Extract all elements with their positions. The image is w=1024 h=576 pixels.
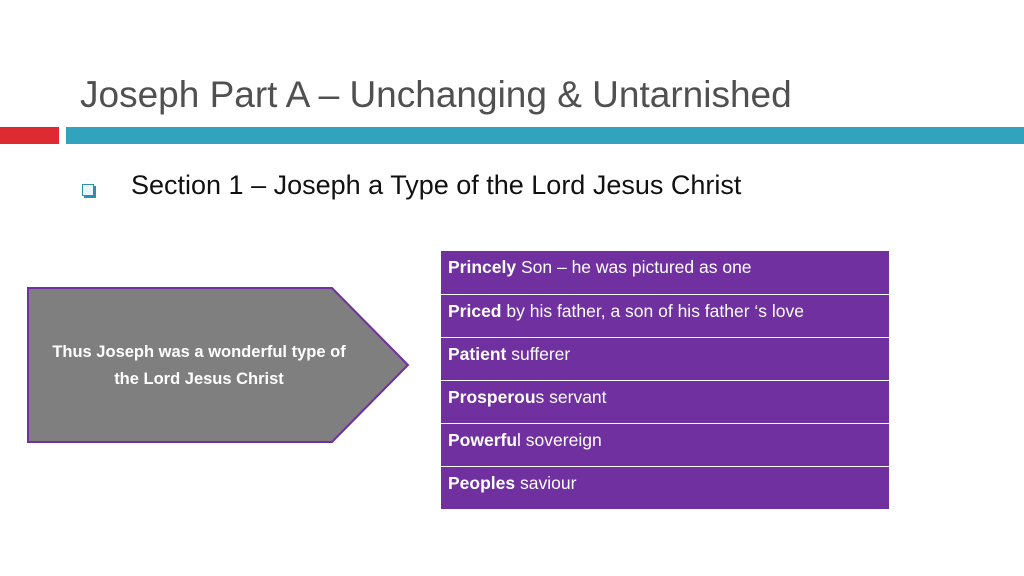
slide-title: Joseph Part A – Unchanging & Untarnished [80, 74, 792, 115]
quality-description: sufferer [506, 344, 571, 364]
table-cell: Powerful sovereign [440, 423, 890, 467]
quality-keyword: Priced [448, 301, 502, 321]
table-row: Princely Son – he was pictured as one [440, 250, 890, 295]
square-bullet-icon [82, 184, 94, 196]
quality-description: Son – he was pictured as one [516, 257, 752, 277]
quality-keyword: Peoples [448, 473, 516, 493]
quality-keyword: Powerfu [448, 430, 518, 450]
quality-description: l sovereign [517, 430, 602, 450]
callout-text: Thus Joseph was a wonderful type of the … [52, 343, 346, 388]
title-rule-red [0, 127, 59, 144]
table-row: Powerful sovereign [440, 423, 890, 467]
section-heading: Section 1 – Joseph a Type of the Lord Je… [131, 170, 742, 200]
table-row: Peoples saviour [440, 466, 890, 510]
quality-keyword: Patient [448, 344, 507, 364]
table-cell: Princely Son – he was pictured as one [440, 250, 890, 295]
table-cell: Prosperous servant [440, 380, 890, 424]
quality-description: by his father, a son of his father ‘s lo… [501, 301, 805, 321]
quality-description: s servant [535, 387, 607, 407]
quality-keyword: Princely [448, 257, 517, 277]
table-cell: Patient sufferer [440, 337, 890, 381]
quality-keyword: Prosperou [448, 387, 536, 407]
table-cell: Peoples saviour [440, 466, 890, 510]
qualities-table: Princely Son – he was pictured as one Pr… [440, 250, 890, 510]
quality-description: saviour [515, 473, 577, 493]
table-row: Priced by his father, a son of his fathe… [440, 294, 890, 338]
table-row: Patient sufferer [440, 337, 890, 381]
title-rule-teal [66, 127, 1024, 144]
table-cell: Priced by his father, a son of his fathe… [440, 294, 890, 338]
table-row: Prosperous servant [440, 380, 890, 424]
callout-chevron [27, 287, 410, 443]
